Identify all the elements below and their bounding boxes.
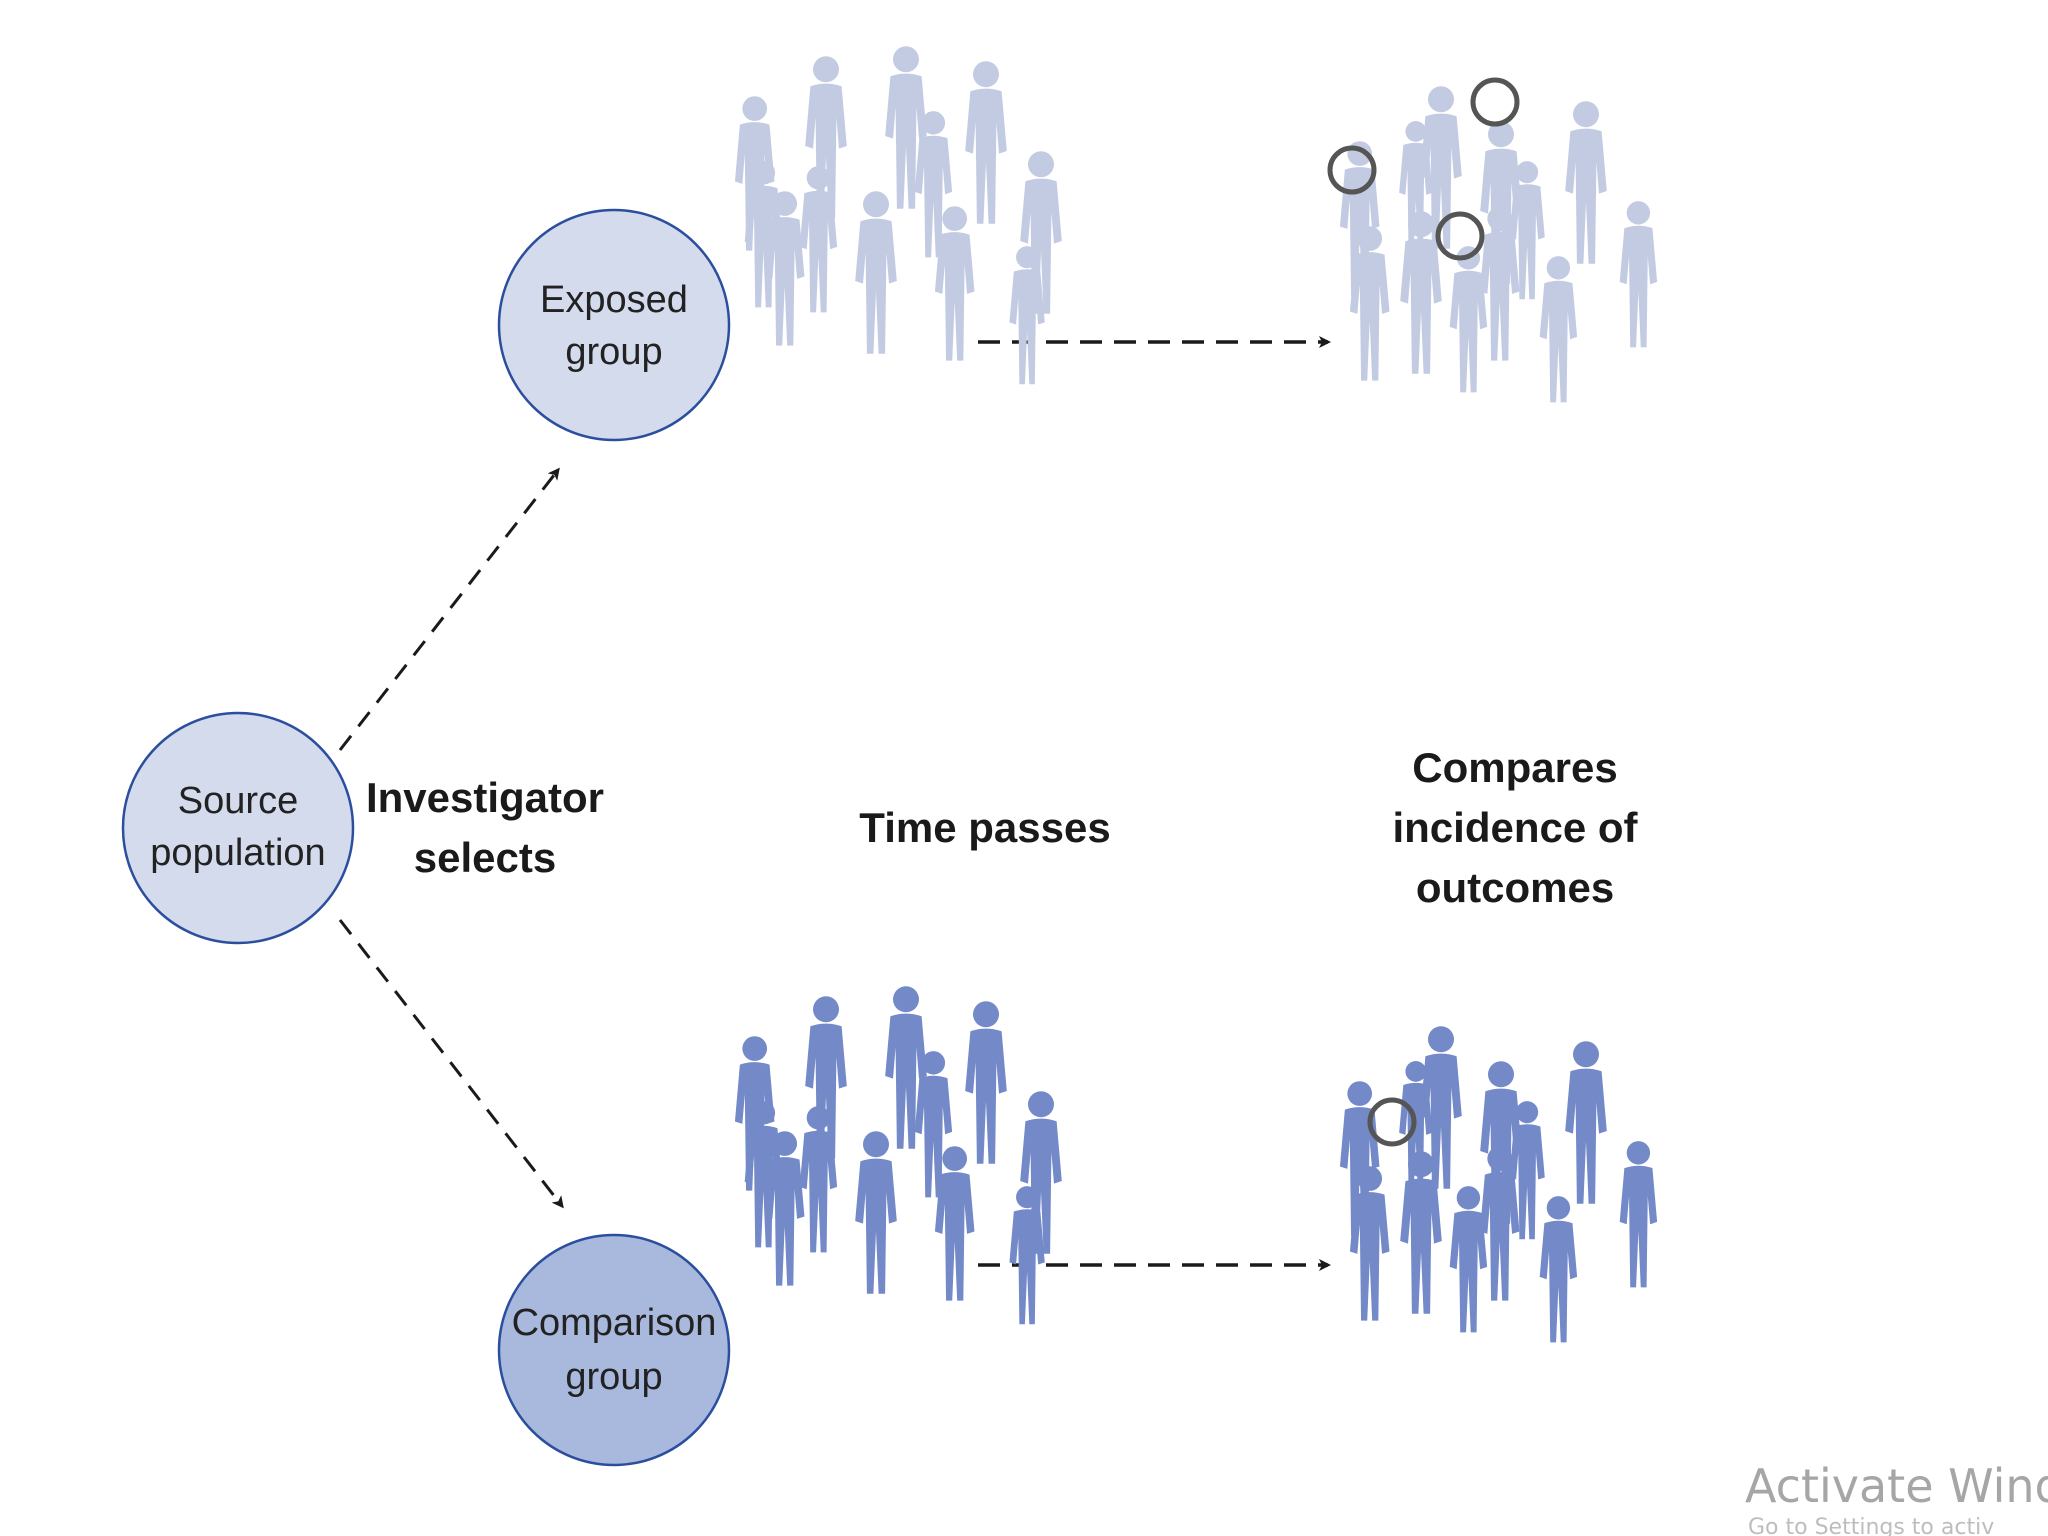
person-silhouette-icon — [855, 191, 897, 354]
person-silhouette-icon — [965, 61, 1007, 224]
source-population-node: Source population — [121, 711, 355, 945]
investigator-caption-line1: Investigator — [366, 774, 604, 821]
exposed-group-people-after — [1327, 77, 1658, 403]
source-label-line1: Source — [178, 780, 298, 822]
exposed-group-node: Exposed group — [497, 208, 731, 442]
person-silhouette-icon — [1449, 1186, 1488, 1333]
time-passes-caption: Time passes — [859, 804, 1110, 851]
exposed-group-people-before — [734, 46, 1062, 385]
arrow-to-exposed — [338, 467, 560, 751]
person-silhouette-icon — [1565, 101, 1607, 264]
source-label-line2: population — [150, 832, 325, 874]
comparison-label-line1: Comparison — [512, 1302, 717, 1344]
compares-caption-line2: incidence of — [1392, 804, 1638, 851]
person-silhouette-icon — [1565, 1041, 1607, 1204]
comparison-label-line2: group — [565, 1356, 662, 1398]
person-silhouette-icon — [1619, 201, 1658, 348]
person-silhouette-icon — [1539, 256, 1578, 403]
investigator-caption-line2: selects — [414, 834, 556, 881]
activate-windows-watermark: Activate Window — [1745, 1459, 2048, 1513]
outcome-circle-icon — [1327, 145, 1377, 195]
compares-caption-line3: outcomes — [1416, 864, 1614, 911]
person-silhouette-icon — [1539, 1196, 1578, 1343]
activate-windows-subtext: Go to Settings to activ — [1748, 1515, 1994, 1536]
outcome-circle-icon — [1435, 211, 1485, 261]
exposed-label-line2: group — [565, 331, 662, 373]
outcome-circle-icon — [1367, 1097, 1417, 1147]
compares-caption-line1: Compares — [1412, 744, 1617, 791]
person-silhouette-icon — [965, 1001, 1007, 1164]
exposed-label-line1: Exposed — [540, 279, 688, 321]
arrow-to-comparison — [338, 919, 564, 1209]
person-silhouette-icon — [855, 1131, 897, 1294]
person-silhouette-icon — [1449, 246, 1488, 393]
comparison-group-people-before — [734, 986, 1062, 1325]
comparison-group-people-after — [1339, 1026, 1658, 1343]
person-silhouette-icon — [1619, 1141, 1658, 1288]
comparison-group-node: Comparison group — [497, 1233, 731, 1467]
outcome-circle-icon — [1470, 77, 1520, 127]
